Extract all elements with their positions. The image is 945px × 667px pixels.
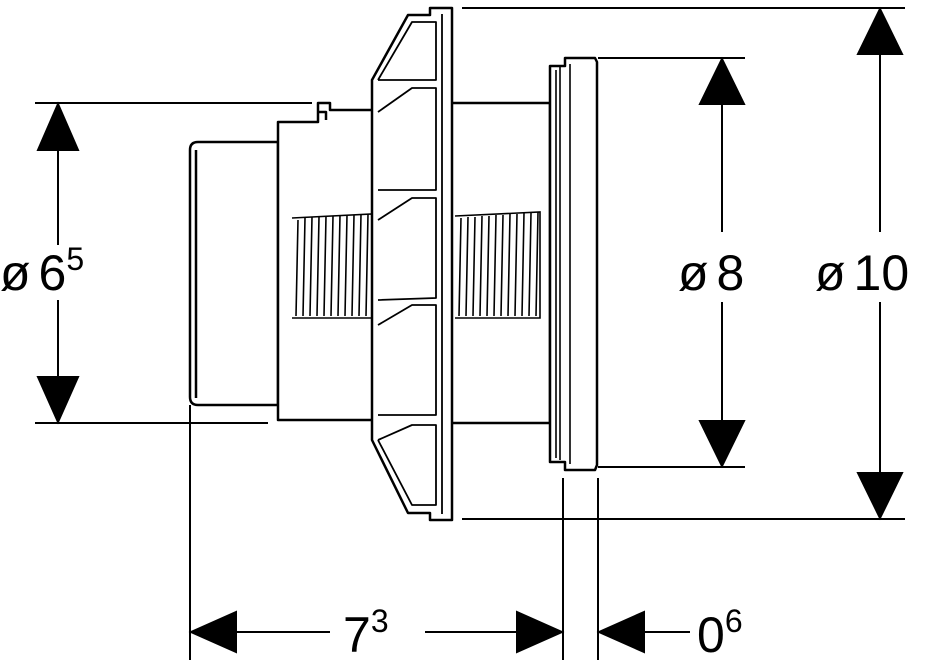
label-flange-thickness: 06	[697, 603, 743, 663]
nut-teeth	[377, 14, 443, 514]
collar-notch	[318, 110, 328, 120]
collar	[276, 101, 377, 422]
label-length: 73	[343, 603, 389, 663]
thread-left	[291, 213, 373, 319]
push-button-body	[188, 101, 552, 425]
nut-outline	[370, 6, 454, 522]
thread-right	[454, 211, 541, 319]
extension-lines	[35, 7, 905, 660]
flange	[548, 56, 599, 472]
flange-outer	[548, 56, 599, 472]
fixing-nut	[370, 6, 454, 522]
dimension-arrows	[36, 6, 904, 654]
flange-inner	[555, 64, 571, 464]
button-cap	[188, 140, 280, 407]
